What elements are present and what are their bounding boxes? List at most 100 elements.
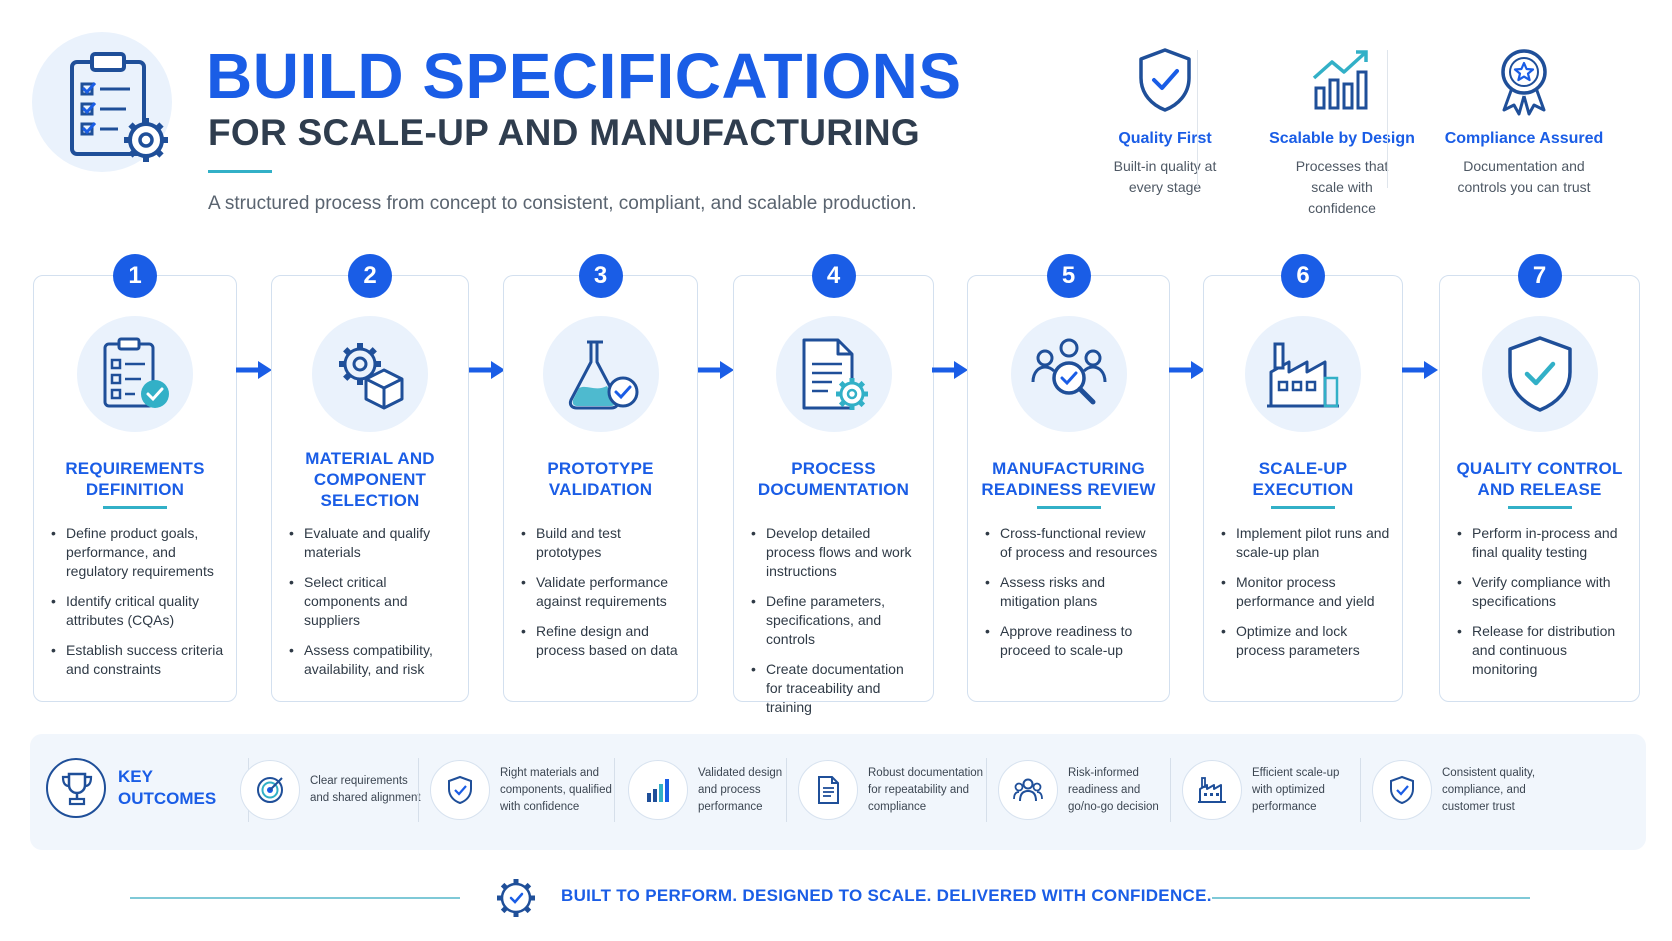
badge-desc: Built-in quality at every stage xyxy=(1113,158,1217,195)
badge-desc: Documentation and controls you can trust xyxy=(1457,158,1591,195)
outcome-icon-circle xyxy=(240,760,300,820)
arrow-right-icon xyxy=(1402,361,1438,379)
step-card-scale-up-execution: 6 SCALE-UP EXECUTION Implement pilot run… xyxy=(1203,254,1403,702)
step-bullets: Build and test prototypes Validate perfo… xyxy=(520,524,687,671)
step-bullets: Cross-functional review of process and r… xyxy=(984,524,1159,671)
step-card-prototype-validation: 3 PROTOTYPE VALIDATION Build and test pr… xyxy=(503,254,698,702)
list-item: Establish success criteria and constrain… xyxy=(50,641,226,679)
outcome-text: Robust documentation for repeatability a… xyxy=(868,766,984,813)
outcome-icon-circle xyxy=(1182,760,1242,820)
step-rule xyxy=(1271,506,1335,509)
outcome-text: Clear requirements and shared alignment xyxy=(310,775,421,804)
list-item: Perform in-process and final quality tes… xyxy=(1456,524,1629,562)
badge-title: Scalable by Design xyxy=(1269,130,1415,147)
arrow-right-icon xyxy=(698,361,734,379)
gear-cube-icon xyxy=(339,343,404,410)
outcome-item: Efficient scale-up with optimized perfor… xyxy=(1182,756,1362,824)
list-item: Refine design and process based on data xyxy=(520,622,687,660)
step-title: SCALE-UP EXECUTION xyxy=(1252,459,1354,499)
shield-check-icon xyxy=(1390,775,1414,805)
step-card-manufacturing-readiness-review: 5 MANUFACTURING READINESS REVIEW Cross-f… xyxy=(967,254,1170,702)
badge-scalable-by-design: Scalable by Design Processes that scale … xyxy=(1252,44,1432,219)
list-item: Build and test prototypes xyxy=(520,524,687,562)
shield-check-icon xyxy=(448,775,472,805)
step-rule xyxy=(1507,506,1572,509)
document-icon xyxy=(818,776,839,804)
list-item: Cross-functional review of process and r… xyxy=(984,524,1159,562)
award-ribbon-icon xyxy=(1501,49,1547,116)
page-subtitle: FOR SCALE-UP AND MANUFACTURING xyxy=(208,112,920,153)
step-number: 4 xyxy=(811,254,856,298)
step-title: MANUFACTURING READINESS REVIEW xyxy=(981,459,1156,499)
outcome-item: Validated design and process performance xyxy=(628,756,798,824)
outcome-icon-circle xyxy=(798,760,858,820)
step-bullets: Implement pilot runs and scale-up plan M… xyxy=(1220,524,1392,671)
outcome-text: Risk-informed readiness and go/no-go dec… xyxy=(1068,766,1159,813)
badge-title: Quality First xyxy=(1118,130,1212,147)
factory-icon xyxy=(1267,342,1339,408)
badge-divider xyxy=(1197,50,1198,188)
list-item: Release for distribution and continuous … xyxy=(1456,622,1629,679)
list-item: Create documentation for traceability an… xyxy=(750,660,923,717)
step-title: PROCESS DOCUMENTATION xyxy=(757,459,910,499)
step-icon-circle xyxy=(1245,316,1361,432)
list-item: Define product goals, performance, and r… xyxy=(50,524,226,581)
bar-chart-icon xyxy=(647,779,669,802)
step-card-requirements-definition: 1 REQUIREMENTS DEFINITION Define product… xyxy=(33,254,237,702)
arrow-right-icon xyxy=(469,361,505,379)
outcome-text: Efficient scale-up with optimized perfor… xyxy=(1252,766,1340,813)
badge-title: Compliance Assured xyxy=(1444,130,1604,147)
arrow-right-icon xyxy=(1169,361,1205,379)
step-icon-circle xyxy=(1481,316,1598,432)
list-item: Evaluate and qualify materials xyxy=(288,524,458,562)
list-item: Define parameters, specifications, and c… xyxy=(750,592,923,649)
step-number: 6 xyxy=(1281,254,1325,298)
step-card-material-selection: 2 MATERIAL AND COMPONENT SELECTION Evalu… xyxy=(271,254,469,702)
clipboard-check-icon xyxy=(103,337,169,408)
list-item: Identify critical quality attributes (CQ… xyxy=(50,592,226,630)
arrow-right-icon xyxy=(236,361,272,379)
badge-divider xyxy=(1387,50,1388,188)
list-item: Monitor process performance and yield xyxy=(1220,573,1392,611)
step-icon-circle xyxy=(542,316,659,432)
badge-compliance-assured: Compliance Assured Documentation and con… xyxy=(1434,44,1614,198)
footer-rule-left xyxy=(130,897,460,899)
key-outcomes-label: KEY OUTCOMES xyxy=(118,767,217,808)
shield-check-icon xyxy=(1507,336,1572,412)
gear-check-icon xyxy=(497,879,535,917)
list-item: Optimize and lock process parameters xyxy=(1220,622,1392,660)
outcome-icon-circle xyxy=(430,760,490,820)
flask-check-icon xyxy=(568,340,638,410)
list-item: Approve readiness to proceed to scale-up xyxy=(984,622,1159,660)
step-bullets: Develop detailed process flows and work … xyxy=(750,524,923,728)
step-number: 3 xyxy=(578,254,623,298)
growth-chart-icon xyxy=(1312,50,1368,110)
page-title: BUILD SPECIFICATIONS xyxy=(206,40,962,112)
target-icon xyxy=(257,777,283,803)
footer-slogan: BUILT TO PERFORM. DESIGNED TO SCALE. DEL… xyxy=(561,886,1212,905)
badge-desc: Processes that scale with confidence xyxy=(1295,158,1389,216)
outcome-item: Clear requirements and shared alignment xyxy=(240,756,421,824)
clipboard-gear-icon xyxy=(70,52,168,162)
outcome-item: Robust documentation for repeatability a… xyxy=(798,756,988,824)
outcome-divider xyxy=(1170,758,1171,822)
step-bullets: Define product goals, performance, and r… xyxy=(50,524,226,690)
list-item: Validate performance against requirement… xyxy=(520,573,687,611)
step-icon-circle xyxy=(77,316,193,432)
outcome-divider xyxy=(786,758,787,822)
team-review-icon xyxy=(1031,338,1106,405)
step-number: 5 xyxy=(1046,254,1091,298)
step-card-quality-control-release: 7 QUALITY CONTROL AND RELEASE Perform in… xyxy=(1439,254,1640,702)
step-title: REQUIREMENTS DEFINITION xyxy=(65,459,205,499)
outcome-divider xyxy=(614,758,615,822)
list-item: Verify compliance with specifications xyxy=(1456,573,1629,611)
title-rule xyxy=(208,170,272,173)
list-item: Select critical components and suppliers xyxy=(288,573,458,630)
outcome-icon-circle xyxy=(1372,760,1432,820)
step-bullets: Evaluate and qualify materials Select cr… xyxy=(288,524,458,690)
step-number: 2 xyxy=(348,254,392,298)
step-title: QUALITY CONTROL AND RELEASE xyxy=(1456,459,1623,499)
outcome-item: Risk-informed readiness and go/no-go dec… xyxy=(998,756,1188,824)
outcome-item: Consistent quality, compliance, and cust… xyxy=(1372,756,1572,824)
step-icon-circle xyxy=(775,316,892,432)
